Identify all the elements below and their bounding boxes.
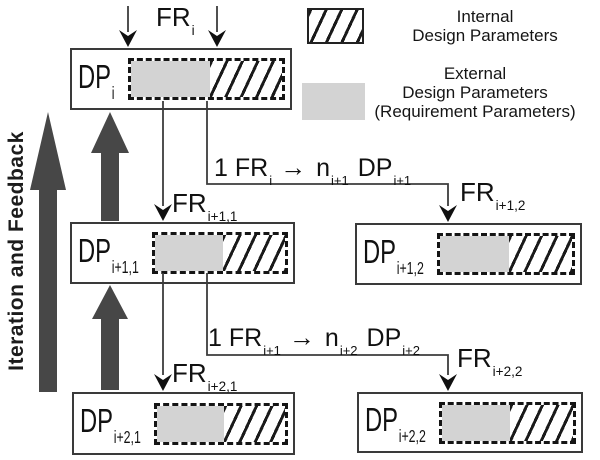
mapping-arrow-icon: → bbox=[288, 322, 315, 352]
internal-dp-region bbox=[209, 61, 282, 97]
dp-box-i11-label: DPi+1,1 bbox=[78, 231, 139, 277]
legend-internal-line2: Design Parameters bbox=[412, 26, 558, 45]
external-dp-region bbox=[440, 236, 509, 272]
fr-i22-arrowhead bbox=[439, 374, 457, 391]
external-dp-region bbox=[131, 61, 210, 97]
mapping-arrow-icon: → bbox=[280, 152, 307, 182]
dp-box-i22-label: DPi+2,2 bbox=[365, 401, 426, 447]
fr-i-label: FRi bbox=[156, 2, 195, 38]
fr-i21-arrowhead bbox=[154, 374, 172, 391]
fr-i12-label: FRi+1,2 bbox=[460, 177, 526, 213]
dp-box-i21-parameters bbox=[154, 402, 288, 445]
fr-input-arrowhead-left bbox=[119, 30, 137, 47]
feedback-arrow-lower bbox=[92, 285, 128, 390]
feedback-arrow-tall bbox=[30, 112, 66, 392]
dp-box-i-parameters bbox=[128, 58, 285, 100]
internal-dp-region bbox=[508, 236, 572, 272]
legend-external-line2: Design Parameters bbox=[402, 83, 548, 102]
fr-i12-arrowhead bbox=[439, 205, 457, 222]
dp-box-i21: DPi+2,1 bbox=[72, 392, 295, 455]
external-dp-region bbox=[442, 404, 511, 441]
external-dp-region bbox=[155, 235, 223, 271]
dp-box-i12: DPi+1,2 bbox=[355, 223, 582, 285]
dp-box-i-label: DPi bbox=[78, 57, 115, 103]
dp-box-i21-label: DPi+2,1 bbox=[80, 402, 141, 448]
fr-input-arrowhead-right bbox=[208, 30, 226, 47]
legend-external-line1: External bbox=[443, 64, 507, 83]
dp-box-i22: DPi+2,2 bbox=[357, 392, 583, 453]
external-dp-region bbox=[157, 405, 224, 442]
fr-i22-label: FRi+2,2 bbox=[457, 343, 523, 379]
iteration-feedback-label: Iteration and Feedback bbox=[5, 131, 28, 371]
fr-i21-label: FRi+2,1 bbox=[172, 358, 238, 394]
internal-dp-swatch bbox=[307, 8, 364, 44]
legend-external-line3: (Requirement Parameters) bbox=[374, 102, 576, 121]
legend-internal-line1: Internal bbox=[456, 7, 514, 26]
dp-box-i: DPi bbox=[70, 48, 292, 110]
fr-i11-arrowhead bbox=[154, 204, 172, 221]
dp-box-i22-parameters bbox=[439, 401, 576, 444]
dp-box-i11: DPi+1,1 bbox=[70, 222, 295, 284]
internal-dp-region bbox=[222, 235, 285, 271]
external-dp-swatch bbox=[302, 83, 365, 120]
legend-internal-text: Internal Design Parameters bbox=[375, 7, 595, 45]
fr-i11-label: FRi+1,1 bbox=[172, 188, 238, 224]
internal-dp-region bbox=[510, 404, 573, 441]
internal-dp-region bbox=[223, 405, 285, 442]
feedback-arrow-upper bbox=[91, 112, 129, 221]
dp-box-i12-label: DPi+1,2 bbox=[363, 232, 424, 278]
dp-box-i11-parameters bbox=[152, 232, 288, 274]
dp-box-i12-parameters bbox=[437, 233, 575, 275]
legend-external-text: External Design Parameters (Requirement … bbox=[350, 64, 600, 121]
